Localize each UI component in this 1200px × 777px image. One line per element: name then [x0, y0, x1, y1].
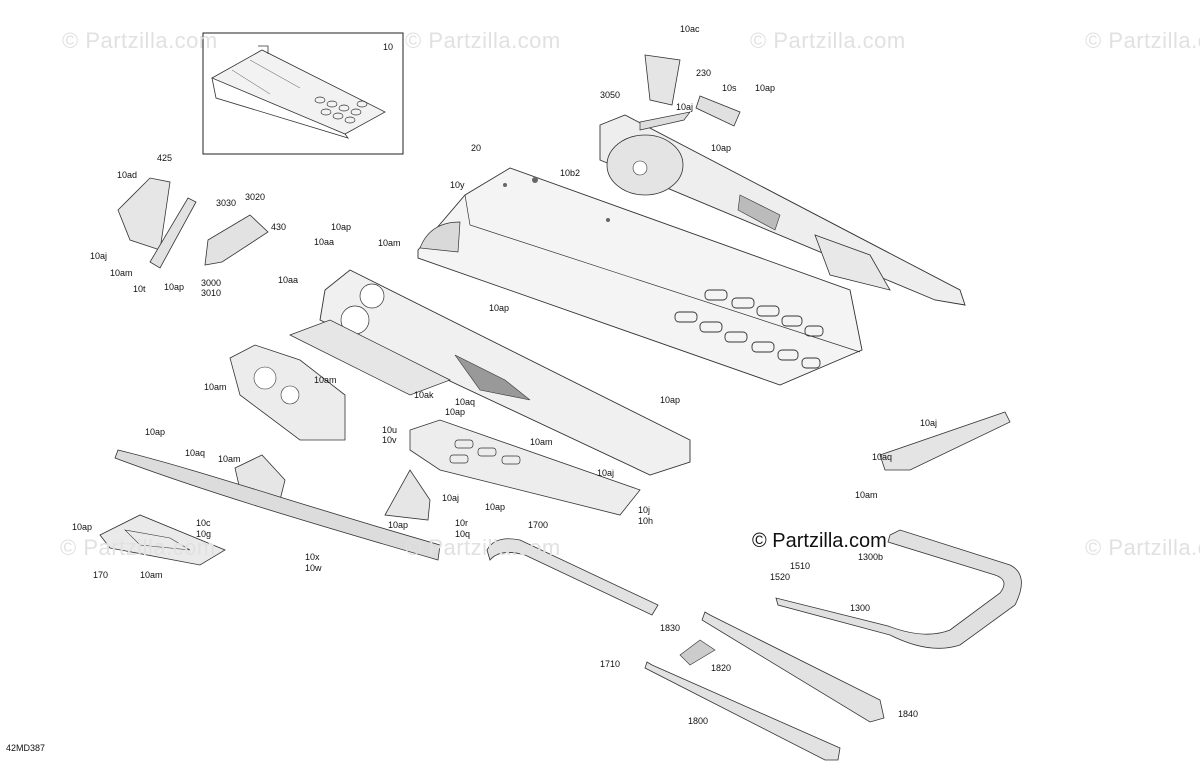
- callout-label: 170: [93, 570, 109, 580]
- callout-label: 1800: [688, 716, 709, 726]
- watermark-text: © Partzilla.com: [405, 535, 561, 560]
- callout-label: 10aj: [90, 251, 108, 261]
- callout-label: 10ap: [755, 83, 776, 93]
- callout-label: 230: [696, 68, 712, 78]
- callout-label: 10ad: [117, 170, 138, 180]
- callout-label: 10c: [196, 518, 211, 528]
- callout-label: 10u: [382, 425, 398, 435]
- watermark-text: © Partzilla.com: [62, 28, 218, 53]
- callout-label: 10ap: [485, 502, 506, 512]
- callout-label: 3010: [201, 288, 222, 298]
- callout-label: 3000: [201, 278, 222, 288]
- callout-label: 10ap: [145, 427, 166, 437]
- footrest-10aj: [879, 411, 1011, 471]
- callout-label: 10ap: [72, 522, 93, 532]
- callout-label: 10j: [638, 505, 651, 515]
- watermark-text: © Partzilla.com: [60, 535, 216, 560]
- callout-label: 10h: [638, 516, 654, 526]
- callout-label: 1710: [600, 659, 621, 669]
- callout-label: 10am: [314, 375, 337, 385]
- callout-label: 10aq: [872, 452, 893, 462]
- callout-label: 10ap: [445, 407, 466, 417]
- watermark-text: © Partzilla.com: [405, 28, 561, 53]
- callout-label: 10ap: [489, 303, 510, 313]
- callout-label: 10g: [196, 529, 212, 539]
- callout-label: 10aq: [455, 397, 476, 407]
- callout-label: 10ap: [164, 282, 185, 292]
- callout-label: 10x: [305, 552, 320, 562]
- callout-label: 1830: [660, 623, 681, 633]
- watermark-text: © Partzilla.com: [1085, 28, 1200, 53]
- running-board-1700: [486, 538, 659, 616]
- callout-label: 10ap: [331, 222, 352, 232]
- bumper-10c: [99, 514, 226, 566]
- callout-label: 10b2: [560, 168, 581, 178]
- callout-label: 10aj: [676, 102, 694, 112]
- cross-plate-part: [409, 419, 641, 516]
- callout-label: 3030: [216, 198, 237, 208]
- bracket-10ac: [639, 54, 741, 131]
- callout-label: 1510: [790, 561, 811, 571]
- callout-label: 10aj: [920, 418, 938, 428]
- callout-label: 3050: [600, 90, 621, 100]
- callout-label: 10aj: [597, 468, 615, 478]
- callout-label: 10ac: [680, 24, 700, 34]
- callout-label: 10am: [110, 268, 133, 278]
- lower-rails: [644, 611, 885, 761]
- diagram-code: 42MD387: [6, 743, 46, 753]
- callout-label: 20: [471, 143, 482, 153]
- callout-label: 10am: [140, 570, 163, 580]
- callout-label: 430: [271, 222, 287, 232]
- callout-label: 10v: [382, 435, 397, 445]
- inset-label: 10: [383, 42, 394, 52]
- callout-label: 1520: [770, 572, 791, 582]
- callout-label: 1820: [711, 663, 732, 673]
- callout-label: 10r: [455, 518, 469, 528]
- upper-rail-part: [599, 114, 966, 306]
- callout-label: 10aa: [278, 275, 299, 285]
- callout-label: 10aj: [442, 493, 460, 503]
- callout-label: 10s: [722, 83, 737, 93]
- left-brackets: [117, 177, 269, 269]
- callout-label: 1700: [528, 520, 549, 530]
- callout-label: 10t: [133, 284, 146, 294]
- callout-label: 10am: [855, 490, 878, 500]
- front-tunnel-part: [289, 269, 691, 476]
- rear-tunnel-part: [417, 167, 863, 386]
- watermark-text: © Partzilla.com: [1085, 535, 1200, 560]
- callout-label: 10q: [455, 529, 471, 539]
- callout-label: 10am: [218, 454, 241, 464]
- callout-label: 10ak: [414, 390, 434, 400]
- callout-label: 10ap: [660, 395, 681, 405]
- callout-label: 10w: [305, 563, 322, 573]
- rail-1300: [775, 529, 1022, 649]
- inset-frame: [202, 32, 404, 155]
- callout-label: 1300: [850, 603, 871, 613]
- callout-label: 425: [157, 153, 173, 163]
- callout-label: 10ap: [711, 143, 732, 153]
- callout-label: 10am: [204, 382, 227, 392]
- callout-label: 3020: [245, 192, 266, 202]
- callout-label: 10aq: [185, 448, 206, 458]
- callout-label: 10aa: [314, 237, 335, 247]
- callout-label: 1300b: [858, 552, 884, 562]
- callout-label: 10ap: [388, 520, 409, 530]
- callout-label: 10y: [450, 180, 465, 190]
- callout-label: 10am: [530, 437, 553, 447]
- long-rail-10x: [114, 449, 441, 561]
- callout-label: 1840: [898, 709, 919, 719]
- callout-label: 10am: [378, 238, 401, 248]
- side-plate-part: [229, 344, 346, 441]
- brand-label: © Partzilla.com: [752, 530, 887, 552]
- watermark-text: © Partzilla.com: [750, 28, 906, 53]
